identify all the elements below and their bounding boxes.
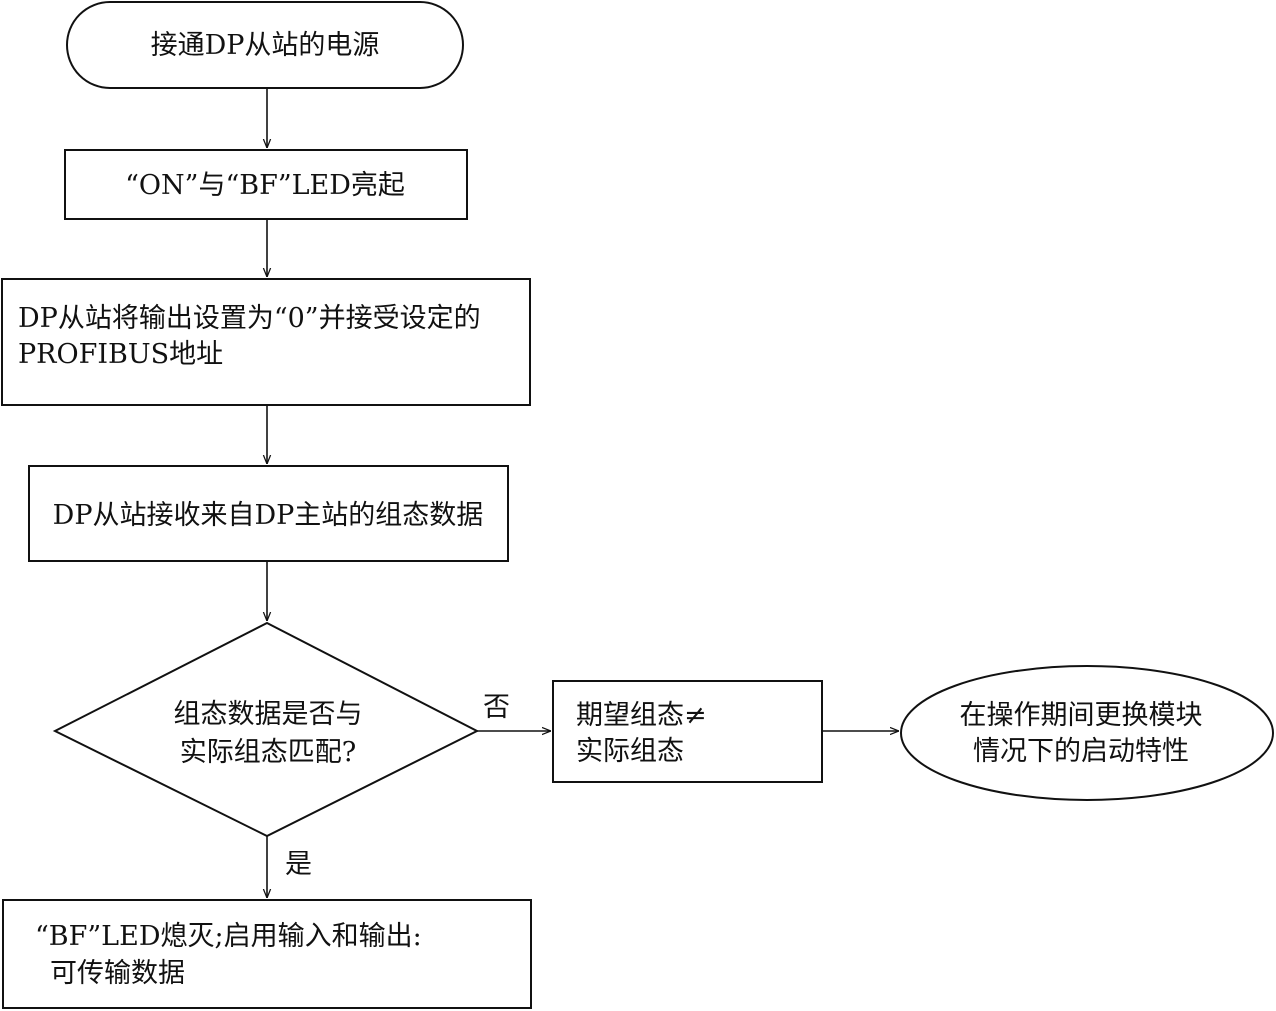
enable-io-node-label-line1: “BF”LED熄灭;启用输入和输出: — [35, 921, 422, 952]
led-on-node: “ON”与“BF”LED亮起 — [64, 149, 468, 220]
start-node-shape — [66, 1, 464, 89]
replace-module-node-label-line1: 在操作期间更换模块 — [960, 700, 1203, 731]
edge-label-yes: 是 — [285, 849, 312, 880]
set-output-node-label-line1: DP从站将输出设置为“0”并接受设定的 — [18, 303, 481, 334]
set-output-node-shape — [1, 278, 531, 406]
receive-config-node: DP从站接收来自DP主站的组态数据 — [28, 465, 509, 562]
mismatch-node-shape — [552, 680, 823, 783]
decision-node-label-line2: 实际组态匹配? — [180, 737, 356, 768]
replace-module-node: 在操作期间更换模块 情况下的启动特性 — [900, 665, 1274, 801]
led-on-node-label: “ON”与“BF”LED亮起 — [125, 170, 405, 201]
mismatch-node: 期望组态≠ 实际组态 — [552, 680, 823, 783]
start-node-label: 接通DP从站的电源 — [151, 30, 380, 61]
decision-node-label-line1: 组态数据是否与 — [174, 699, 363, 730]
led-on-node-shape — [64, 149, 468, 220]
replace-module-node-label-line2: 情况下的启动特性 — [973, 736, 1189, 767]
enable-io-node-label-line2: 可传输数据 — [50, 958, 185, 989]
replace-module-node-shape — [900, 665, 1274, 801]
edge-label-no: 否 — [483, 692, 510, 723]
start-node: 接通DP从站的电源 — [66, 1, 464, 89]
receive-config-node-label: DP从站接收来自DP主站的组态数据 — [53, 500, 484, 531]
decision-node: 组态数据是否与 实际组态匹配? — [52, 621, 480, 838]
enable-io-node: “BF”LED熄灭;启用输入和输出: 可传输数据 — [2, 899, 532, 1009]
receive-config-node-shape — [28, 465, 509, 562]
mismatch-node-label-line1: 期望组态≠ — [576, 700, 707, 731]
set-output-node: DP从站将输出设置为“0”并接受设定的 PROFIBUS地址 — [1, 278, 531, 406]
mismatch-node-label-line2: 实际组态 — [576, 736, 684, 767]
set-output-node-label-line2: PROFIBUS地址 — [18, 339, 223, 370]
enable-io-node-shape — [2, 899, 532, 1009]
